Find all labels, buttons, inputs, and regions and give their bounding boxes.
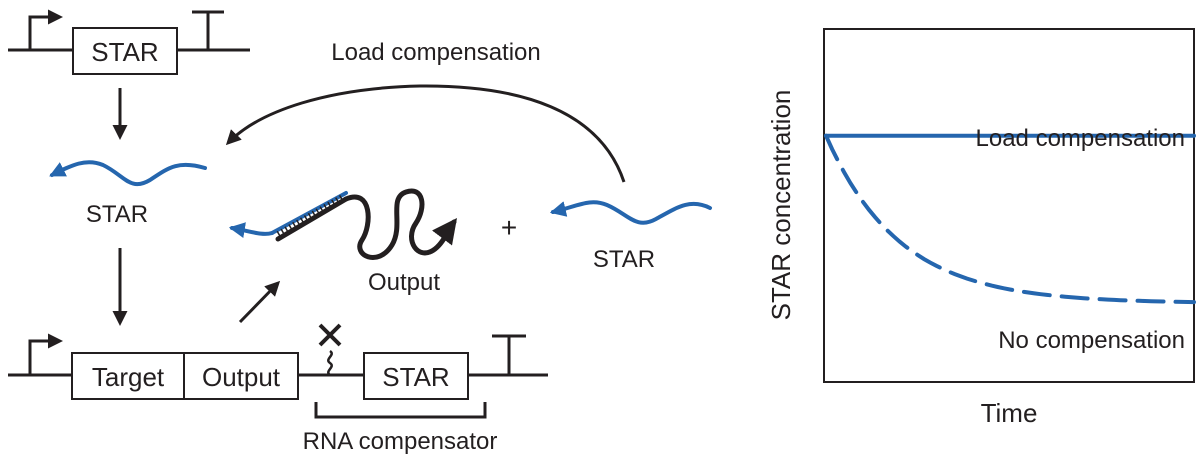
promoter-arrow-icon-bottom <box>28 333 63 375</box>
star-gene-box <box>72 27 178 75</box>
series-label-load-compensation: Load compensation <box>976 125 1185 152</box>
x-axis-label: Time <box>981 398 1038 428</box>
y-axis-label: STAR concentration <box>766 90 796 321</box>
ribozyme-hairpin-icon <box>327 349 333 377</box>
star-rna-wave-left <box>49 160 207 187</box>
promoter-arrow-icon <box>28 9 63 50</box>
expression-arrow <box>238 280 281 324</box>
star-concentration-chart: Load compensation No compensation Time S… <box>766 28 1196 428</box>
plus-sign: + <box>501 212 517 243</box>
star-output-complex <box>228 188 457 260</box>
star-rna-wave-right <box>549 200 712 225</box>
load-compensation-arrow <box>225 84 626 183</box>
terminator-icon <box>192 10 224 50</box>
series-line-no-compensation <box>824 133 1196 305</box>
star-label-right: STAR <box>593 246 655 273</box>
rna-compensator-label: RNA compensator <box>303 428 498 455</box>
output-box-label: Output <box>202 362 281 392</box>
terminator-icon-bottom <box>492 334 526 375</box>
target-box-label: Target <box>92 362 165 392</box>
output-rna-stem <box>275 196 349 242</box>
star-label-left: STAR <box>86 201 148 228</box>
compensator-star-label: STAR <box>382 362 449 392</box>
rna-compensator-bracket <box>314 402 487 419</box>
star-gene-top: STAR <box>8 9 250 75</box>
base-pair-hatching <box>274 194 344 240</box>
target-box <box>71 352 185 400</box>
bound-star-tail <box>228 222 274 238</box>
output-rna-squiggle <box>343 188 457 260</box>
series-label-no-compensation: No compensation <box>998 327 1185 354</box>
compensator-star-box <box>363 352 469 400</box>
target-gene-construct: Target Output STAR RNA compensator <box>8 323 548 455</box>
output-box <box>183 352 299 400</box>
cleavage-x-icon <box>318 323 342 347</box>
load-compensation-label: Load compensation <box>331 39 540 66</box>
output-label: Output <box>368 269 440 296</box>
chart-frame <box>823 28 1195 383</box>
star-gene-label: STAR <box>91 37 158 67</box>
